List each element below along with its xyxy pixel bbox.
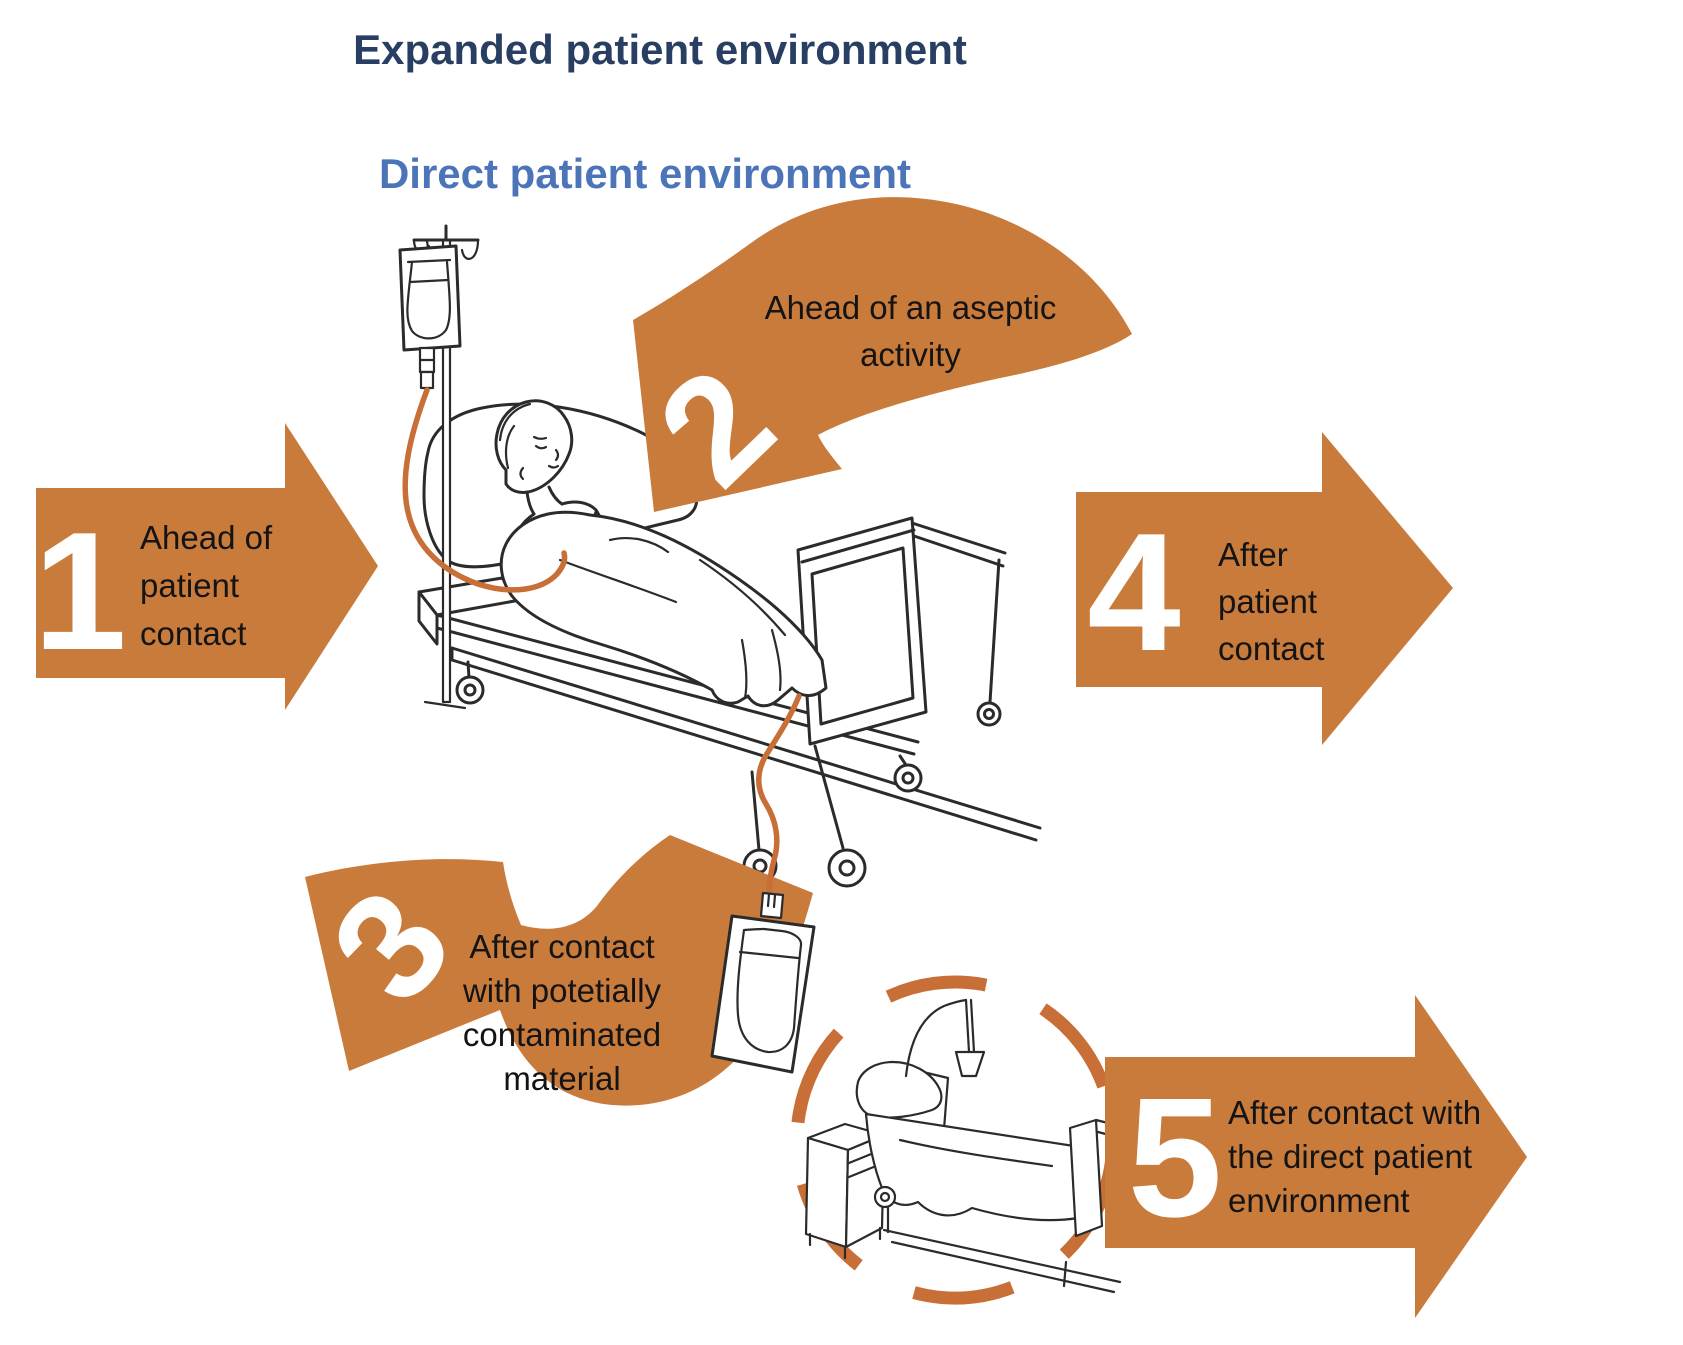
inset-foot-rail [1068,1118,1104,1238]
blanket [499,510,828,708]
moment-2-label: Ahead of an aseptic activity [764,289,1057,373]
trapeze-handle [954,1050,986,1078]
arrow-3 [305,835,813,1106]
moment-5-label: After contact with the direct patient en… [1228,1094,1482,1219]
iv-drip-icon [398,224,480,710]
moment-1-label: Ahead of patient contact [140,519,273,652]
catheter-bag-icon [710,693,816,1074]
moment-4-label: After patient contact [1218,536,1325,667]
arrow-5 [1105,995,1527,1318]
iv-bag [398,244,462,352]
hospital-bed-icon [398,224,1042,888]
trapeze-icon [904,998,986,1078]
ear [519,466,525,481]
catheter-tube [756,693,802,901]
title-expanded-environment: Expanded patient environment [353,26,967,73]
title-direct-environment: Direct patient environment [378,150,912,197]
moment-1-number: 1 [33,497,126,685]
moment-3-label: After contact with potetially contaminat… [462,928,662,1097]
inset-pillow [855,1060,943,1119]
mouth [547,464,560,469]
iv-tube [402,387,568,593]
inset-bed-icon [855,998,1138,1294]
inset-blanket [864,1112,1080,1222]
nose [554,448,560,462]
closed-eye [534,444,548,450]
arrow-4 [1076,432,1453,745]
bed-platform-front [417,590,439,646]
moment-5-number: 5 [1128,1063,1223,1253]
arrow-2 [633,197,1132,513]
direct-environment-inset [790,975,1138,1305]
bag-neck [759,891,785,920]
bag-body [710,914,816,1074]
bed-wheel [455,675,1002,888]
moment-4-number: 4 [1087,498,1180,686]
footboard [796,516,928,746]
arrow-1 [36,423,378,710]
